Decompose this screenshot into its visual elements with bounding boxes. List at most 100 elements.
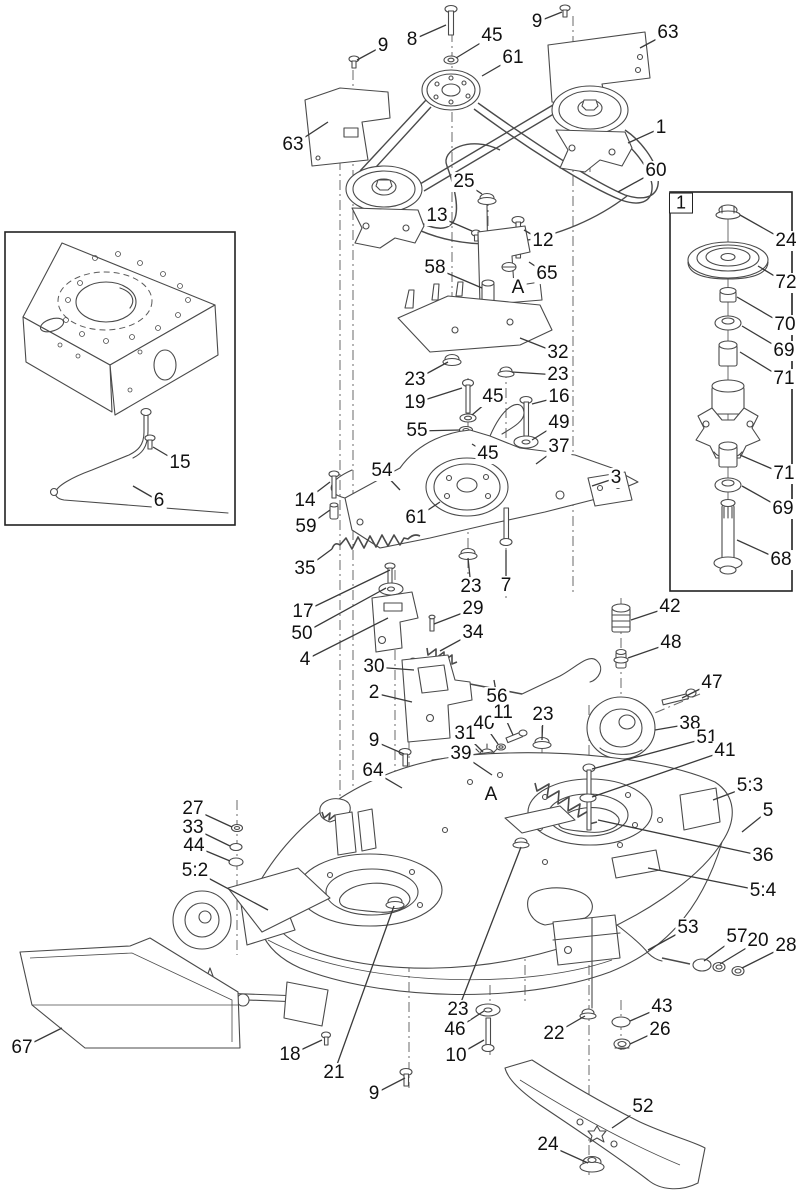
oil-line-6: [49, 407, 229, 514]
engine-inset: [4, 231, 236, 526]
j-hook-56: [521, 658, 602, 695]
bushing-71-upper: [718, 340, 738, 367]
spindle-assembly-right: [551, 85, 633, 173]
callout-4: 4: [297, 649, 313, 671]
latch-bracket-4: [371, 591, 419, 653]
callout-6: 6: [151, 490, 167, 512]
mounting-plate-32: [397, 281, 553, 353]
callout-9: 9: [366, 730, 382, 752]
callout-59: 59: [293, 516, 319, 538]
spindle-housing-detail: [695, 379, 761, 459]
callout-29: 29: [460, 598, 486, 620]
callout-61: 61: [403, 507, 429, 529]
hanger-rod-53: [616, 924, 745, 977]
callout-57: 57: [724, 926, 750, 948]
callout-23: 23: [445, 999, 471, 1021]
shaft-68-detail: [713, 498, 743, 575]
callout-54: 54: [369, 460, 395, 482]
callout-70: 70: [772, 314, 798, 336]
callout-A: A: [509, 277, 527, 299]
wheel-38: [586, 696, 656, 760]
bolt-23-deck: [512, 837, 530, 849]
blade-52: [504, 1059, 706, 1190]
nut-23-right: [497, 366, 515, 378]
left-side-group: [19, 823, 332, 1049]
callout-64: 64: [360, 760, 386, 782]
callout-50: 50: [289, 623, 315, 645]
nut-a-location: [501, 261, 517, 273]
callout-9: 9: [375, 35, 391, 57]
callout-7: 7: [498, 575, 514, 597]
callout-31: 31: [452, 723, 478, 745]
callout-9: 9: [529, 11, 545, 33]
nut-20: [712, 961, 726, 973]
callout-24: 24: [535, 1134, 561, 1156]
mower-deck-5: [239, 752, 745, 1009]
lift-bracket-2: [401, 654, 473, 743]
nut-23-cable: [532, 736, 552, 750]
callout-30: 30: [361, 656, 387, 678]
callout-23: 23: [530, 704, 556, 726]
mule-bracket: [504, 805, 576, 834]
nut-27: [230, 823, 244, 833]
callout-25: 25: [451, 171, 477, 193]
callout-47: 47: [699, 672, 725, 694]
bolt-9-bottom: [399, 1067, 413, 1087]
callout-37: 37: [546, 436, 572, 458]
nut-22: [579, 1008, 597, 1020]
callout-10: 10: [443, 1045, 469, 1067]
engine-block: [22, 242, 219, 416]
callout-68: 68: [768, 549, 794, 571]
callout-43: 43: [649, 996, 675, 1018]
decal-5-3: [679, 787, 721, 831]
callout-20: 20: [745, 930, 771, 952]
nut-23-left: [442, 353, 462, 367]
spindle-inset-box: [669, 191, 793, 592]
callout-19: 19: [402, 392, 428, 414]
screw-18: [320, 1031, 332, 1046]
deck-top-brackets: [319, 771, 664, 866]
washer-41: [579, 793, 597, 803]
washer-57: [692, 958, 712, 972]
blade-nut-21-location: [385, 896, 405, 910]
gauge-wheel-left: [172, 867, 331, 950]
callout-46: 46: [442, 1019, 468, 1041]
callout-A: A: [482, 784, 500, 806]
screw-9-right: [559, 4, 571, 18]
callout-18: 18: [277, 1044, 303, 1066]
callout-17: 17: [290, 601, 316, 623]
callout-44: 44: [181, 835, 207, 857]
callout-5: 5: [760, 800, 776, 822]
callout-35: 35: [292, 558, 318, 580]
callout-56: 56: [484, 686, 510, 708]
callout-27: 27: [180, 798, 206, 820]
callout-42: 42: [657, 596, 683, 618]
callout-23: 23: [402, 369, 428, 391]
belt-drive-assembly: [304, 4, 659, 249]
deck-left-spindle-recess: [297, 853, 443, 927]
washer-45-mid1: [459, 413, 477, 423]
callout-69: 69: [771, 340, 797, 362]
callout-60: 60: [643, 160, 669, 182]
callout-3: 3: [608, 467, 624, 489]
callout-11: 11: [491, 702, 515, 724]
callout-71: 71: [771, 368, 797, 390]
spacer-59: [329, 502, 339, 520]
under-deck-group: [399, 1003, 706, 1190]
callout-63: 63: [655, 22, 681, 44]
callout-23: 23: [458, 576, 484, 598]
callout-33: 33: [180, 817, 206, 839]
callout-15: 15: [167, 452, 193, 474]
nut-28: [731, 965, 745, 977]
callout-12: 12: [530, 230, 556, 252]
callout-45: 45: [480, 386, 506, 408]
callout-2: 2: [366, 682, 382, 704]
bolt-11: [505, 729, 528, 744]
callout-48: 48: [658, 632, 684, 654]
bolt-14: [328, 470, 340, 499]
spacer-42: [611, 603, 631, 633]
callout-55: 55: [404, 420, 430, 442]
